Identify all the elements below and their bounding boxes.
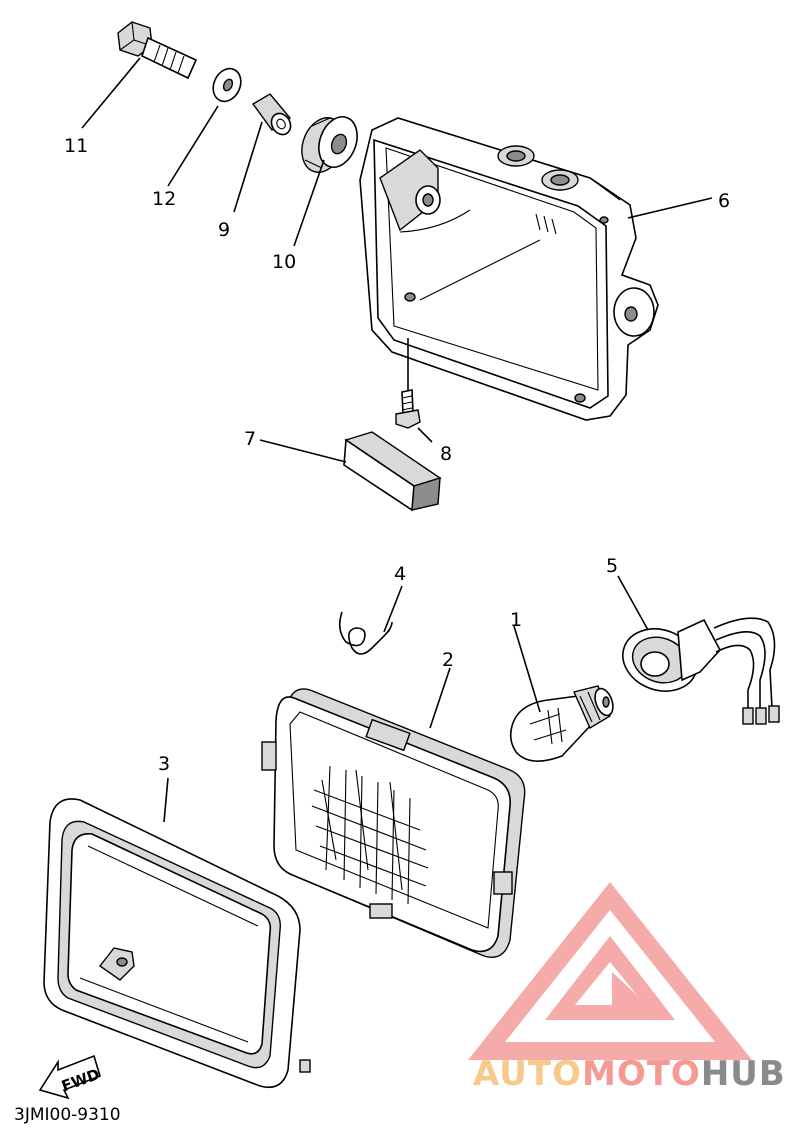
callout-9: 9 — [218, 219, 230, 241]
brand-moto: MOTO — [582, 1054, 701, 1094]
callout-2: 2 — [442, 649, 454, 671]
brand-hub: HUB — [701, 1054, 786, 1094]
callout-7: 7 — [244, 428, 256, 450]
callout-4: 4 — [394, 563, 406, 585]
callout-12: 12 — [152, 188, 176, 210]
part-2-headlight-unit — [261, 688, 526, 958]
diagram-code: 3JMI00-9310 — [14, 1105, 121, 1125]
part-1-bulb — [509, 685, 614, 762]
part-6-headlight-body — [359, 117, 659, 421]
part-4-spring-clip — [338, 611, 393, 655]
leader-lines — [81, 57, 713, 823]
callout-5: 5 — [606, 555, 618, 577]
part-7-block — [343, 431, 442, 512]
callout-numbers: 11 12 9 10 6 8 7 4 5 2 1 3 — [64, 135, 730, 775]
callout-10: 10 — [272, 251, 296, 273]
part-5-bulb-socket-cord — [622, 617, 780, 725]
watermark-logo-mark — [468, 882, 752, 1060]
part-10-grommet — [301, 116, 358, 173]
part-9-collar — [251, 93, 292, 136]
callout-8: 8 — [440, 443, 452, 465]
callout-11: 11 — [64, 135, 88, 157]
lens-pattern — [311, 765, 429, 905]
callout-1: 1 — [510, 609, 522, 631]
watermark-brand: AUTOMOTOHUB — [473, 1054, 786, 1094]
fwd-arrow: FWD — [38, 1054, 102, 1100]
part-3-rim — [43, 798, 311, 1089]
callout-3: 3 — [158, 753, 170, 775]
part-11-bolt — [117, 21, 198, 80]
callout-6: 6 — [718, 190, 730, 212]
part-8-screw — [395, 389, 421, 429]
brand-auto: AUTO — [473, 1054, 582, 1094]
part-12-washer — [212, 67, 242, 103]
